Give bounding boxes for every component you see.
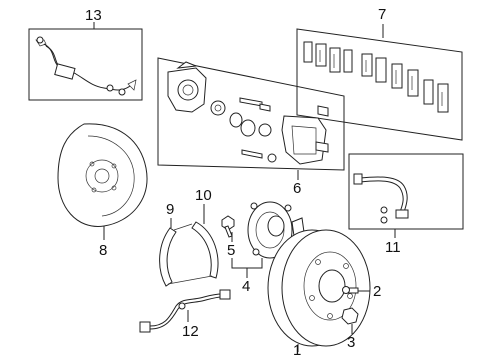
caliper-box: [157, 57, 345, 180]
callout-4: 4: [242, 278, 251, 295]
callout-8: 8: [99, 242, 108, 259]
callout-5: 5: [227, 242, 236, 259]
pad-set-box: [296, 24, 463, 141]
callout-6: 6: [293, 180, 302, 197]
parking-brake-cable: [139, 289, 231, 333]
callout-7: 7: [378, 6, 387, 23]
callout-11: 11: [385, 239, 401, 256]
backing-plate: [57, 123, 148, 240]
callout-12: 12: [182, 323, 199, 340]
sensor-box: [28, 22, 143, 101]
disc-screw: [342, 286, 370, 294]
callout-2: 2: [373, 283, 382, 300]
callout-9: 9: [166, 201, 175, 218]
callout-3: 3: [347, 334, 356, 351]
hub-nut: [341, 307, 359, 334]
callout-1: 1: [293, 342, 302, 359]
parking-brake-shoes: [159, 204, 219, 287]
hub-assembly: [231, 201, 305, 278]
callout-10: 10: [195, 187, 212, 204]
callout-13: 13: [85, 7, 102, 24]
hose-box: [348, 153, 464, 238]
hub-bolt: [221, 215, 235, 242]
